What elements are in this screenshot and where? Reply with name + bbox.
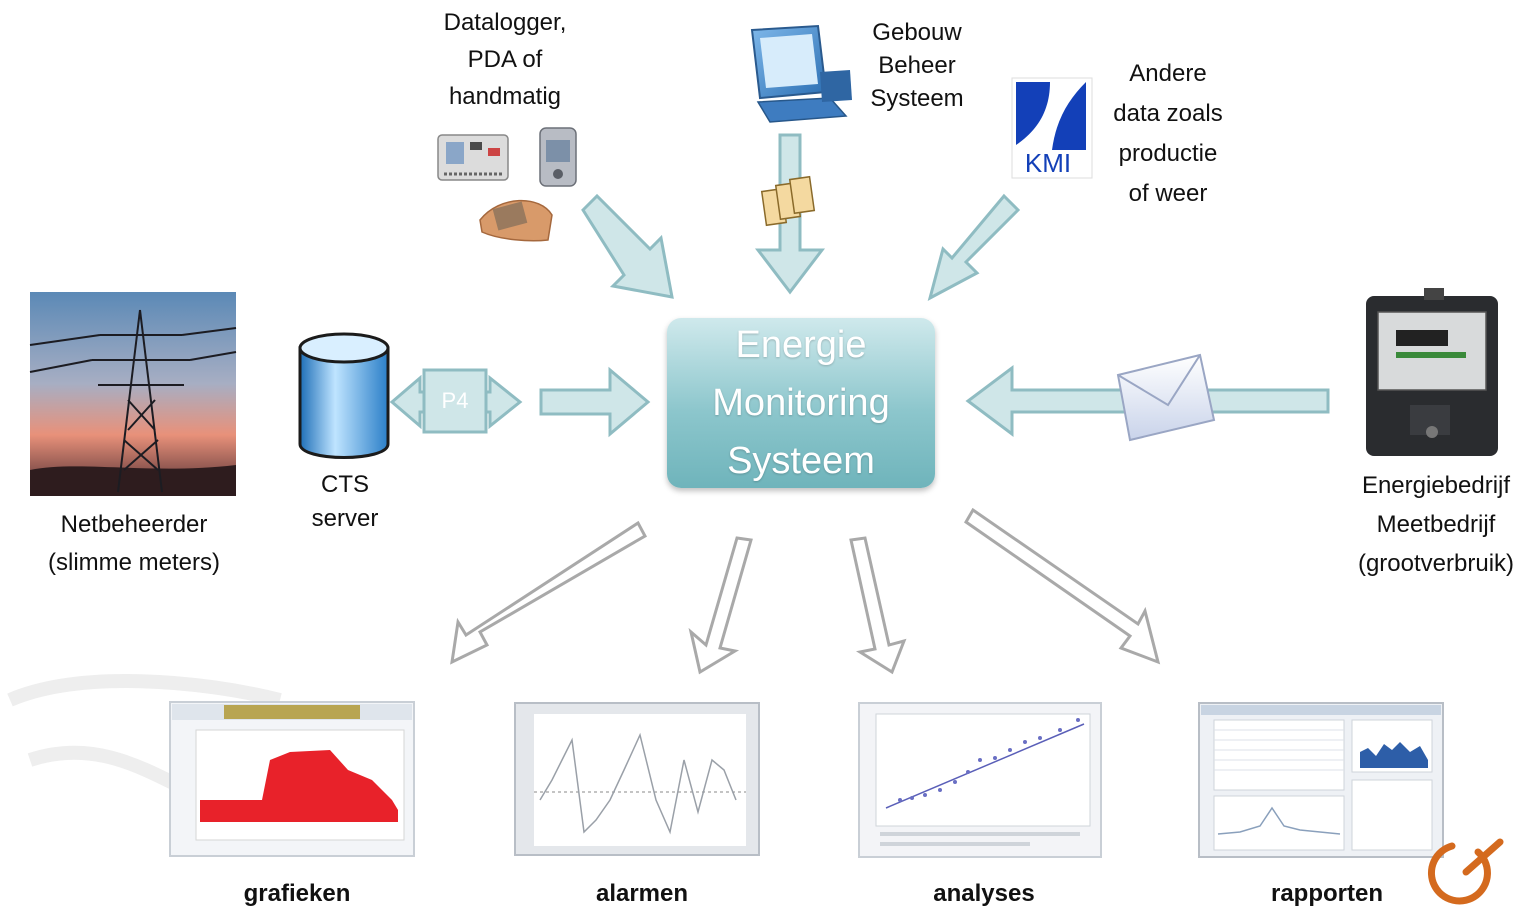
arrow-cts-in	[539, 366, 651, 438]
energiebedrijf-label: Energiebedrijf Meetbedrijf (grootverbrui…	[1338, 466, 1534, 583]
center-line-1: Energie	[735, 324, 867, 366]
output-label-alarmen: alarmen	[595, 880, 689, 907]
arrow-out-grafieken	[450, 520, 648, 665]
arrow-out-rapporten	[964, 507, 1161, 665]
datalogger-line-3: handmatig	[448, 83, 562, 110]
line-chart-thumbnail	[514, 702, 760, 856]
energy-meter-icon	[1366, 288, 1498, 456]
computer-icon	[750, 24, 852, 123]
arrow-out-analyses	[849, 536, 907, 675]
refresh-logo-icon	[1428, 838, 1504, 905]
arrow-out-alarmen	[688, 536, 753, 675]
scatter-chart-thumbnail	[858, 702, 1102, 858]
andere-label: Andere data zoals productie of weer	[1098, 54, 1238, 214]
pda-icon	[539, 127, 577, 187]
datalogger-label: Datalogger, PDA of handmatig	[410, 4, 600, 115]
p4-box	[422, 368, 488, 434]
report-thumbnail	[1198, 702, 1444, 858]
p4-label: P4	[441, 388, 469, 413]
center-line-2: Monitoring	[712, 382, 890, 424]
power-pylon-photo	[29, 292, 237, 496]
gebouw-line-1: Gebouw	[872, 19, 962, 46]
energiebedrijf-line-1: Energiebedrijf	[1361, 472, 1511, 499]
energiebedrijf-line-2: Meetbedrijf	[1376, 511, 1496, 538]
center-line-3: Systeem	[727, 440, 875, 482]
gebouw-line-2: Beheer	[878, 52, 956, 79]
kmi-logo-text: KMI	[1025, 148, 1071, 178]
arrow-datalogger-in	[581, 193, 674, 299]
andere-line-3: productie	[1118, 140, 1218, 167]
envelope-icon	[1116, 353, 1216, 442]
output-label-rapporten: rapporten	[1270, 880, 1383, 907]
netbeheerder-line-1: Netbeheerder	[60, 511, 208, 538]
datalogger-device-icon	[437, 134, 509, 181]
arrow-andere-in	[927, 193, 1021, 301]
output-label-analyses: analyses	[933, 880, 1035, 907]
bar-chart-thumbnail	[169, 701, 415, 857]
cts-line-2: server	[311, 505, 379, 532]
gebouw-line-3: Systeem	[870, 85, 964, 112]
datalogger-line-1: Datalogger,	[443, 9, 567, 36]
hand-icon	[479, 199, 553, 242]
andere-line-1: Andere	[1129, 60, 1207, 87]
kmi-logo-icon: KMI	[1011, 77, 1093, 179]
netbeheerder-label: Netbeheerder (slimme meters)	[20, 506, 248, 582]
cts-server-label: CTS server	[290, 468, 400, 536]
gebouw-label: Gebouw Beheer Systeem	[852, 16, 982, 115]
documents-icon	[760, 175, 816, 227]
energiebedrijf-line-3: (grootverbruik)	[1357, 550, 1515, 577]
energie-monitoring-systeem-box: Energie Monitoring Systeem	[667, 318, 935, 488]
database-cylinder-icon	[298, 332, 390, 459]
datalogger-line-2: PDA of	[467, 46, 543, 73]
netbeheerder-line-2: (slimme meters)	[48, 549, 220, 576]
cts-line-1: CTS	[321, 471, 369, 498]
andere-line-4: of weer	[1128, 180, 1208, 207]
output-label-grafieken: grafieken	[243, 880, 351, 907]
andere-line-2: data zoals	[1113, 100, 1223, 127]
